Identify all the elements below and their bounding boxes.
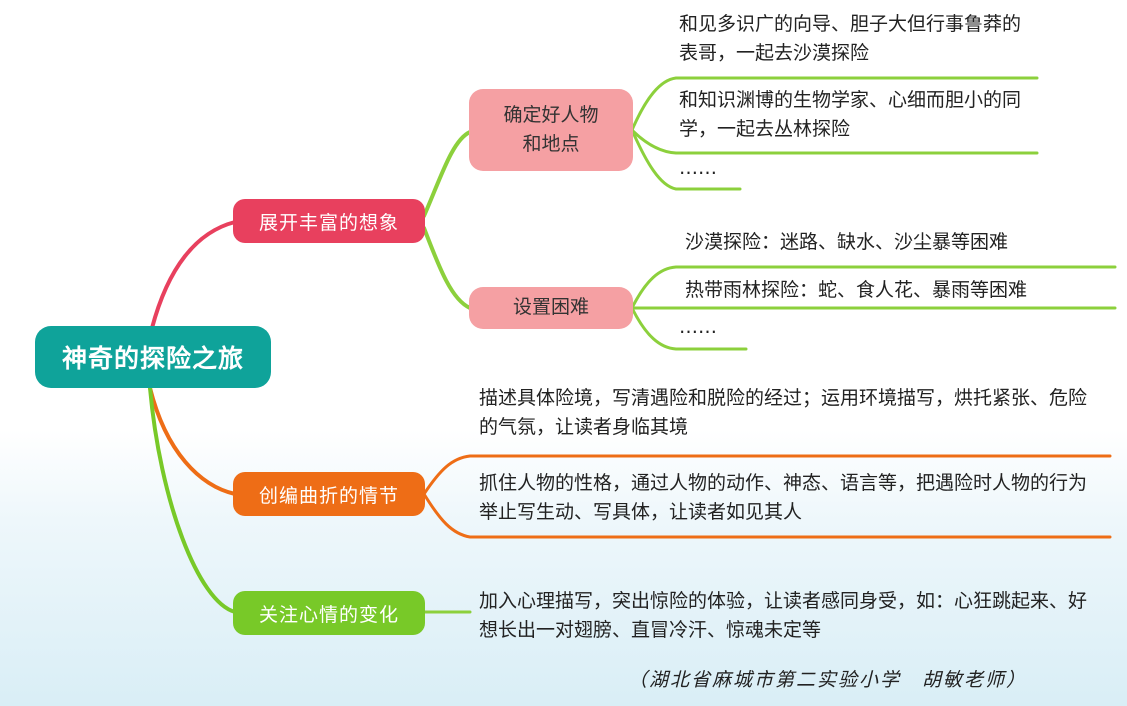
leaf-characters-2: 和知识渊博的生物学家、心细而胆小的同学，一起去丛林探险 [679, 89, 1022, 141]
author-credit: （湖北省麻城市第二实验小学 胡敏老师） [628, 669, 1028, 691]
subbranch-characters-and-places: 确定好人物和地点 [469, 89, 633, 171]
connector-imagination-difficulties [422, 226, 472, 310]
connector-root-imagination [150, 220, 237, 330]
leaf-characters-3: …… [679, 157, 717, 179]
connector-difficulties-leaf-3 [630, 306, 748, 351]
connector-imagination-characters [422, 130, 472, 218]
connector-characters-leaf-1 [630, 76, 1039, 132]
leaf-plot-1: 描述具体险境，写清遇险和脱险的经过；运用环境描写，烘托紧张、危险的气氛，让读者身… [479, 387, 1088, 439]
leaf-difficulties-3: …… [679, 316, 717, 338]
connector-root-emotion [148, 386, 237, 614]
leaf-plot-2: 抓住人物的性格，通过人物的动作、神态、语言等，把遇险时人物的行为举止写生动、写具… [479, 472, 1088, 524]
connector-characters-leaf-3 [630, 128, 742, 191]
connector-characters-leaf-2 [630, 128, 1039, 155]
subbranch-difficulties: 设置困难 [469, 287, 633, 329]
leaf-difficulties-1: 沙漠探险：迷路、缺水、沙尘暴等困难 [685, 231, 1009, 253]
leaf-characters-1: 和见多识广的向导、胆子大但行事鲁莽的表哥，一起去沙漠探险 [679, 13, 1022, 65]
branch-plot: 创编曲折的情节 [233, 472, 425, 516]
branch-imagination: 展开丰富的想象 [233, 199, 425, 243]
branch-emotion: 关注心情的变化 [233, 591, 425, 635]
connector-root-plot [148, 386, 237, 496]
connector-plot-leaf-1 [422, 454, 1112, 496]
leaf-difficulties-2: 热带雨林探险：蛇、食人花、暴雨等困难 [685, 279, 1028, 301]
connector-plot-leaf-2 [422, 492, 1112, 539]
leaf-emotion-1: 加入心理描写，突出惊险的体验，让读者感同身受，如：心狂跳起来、好想长出一对翅膀、… [479, 590, 1088, 642]
subbranch-characters-label: 确定好人物和地点 [503, 103, 599, 155]
connector-difficulties-leaf-1 [630, 265, 1117, 310]
root-topic: 神奇的探险之旅 [35, 326, 271, 388]
